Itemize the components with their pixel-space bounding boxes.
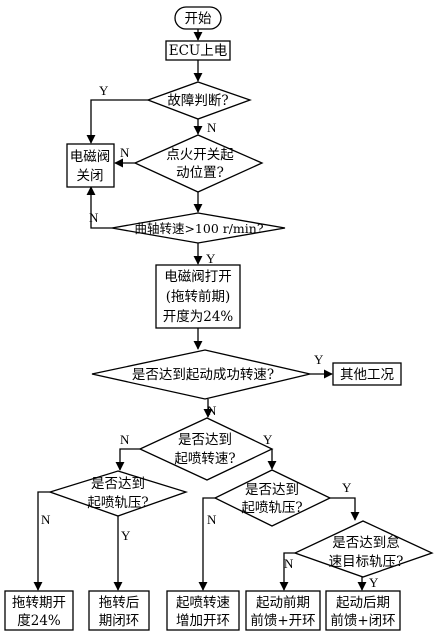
outcome-4-line1: 起动前期 — [256, 594, 310, 611]
valve-close-line2: 关闭 — [77, 168, 104, 184]
rail-pressure-right-line2: 起喷轨压? — [241, 500, 302, 516]
injection-speed-line2: 起喷转速? — [174, 451, 235, 467]
crank-speed-label: 曲轴转速>100 r/min? — [134, 221, 263, 236]
outcome-4-line2: 前馈+开环 — [250, 612, 315, 629]
arrow-crank-no — [86, 186, 112, 229]
rail-pressure-left-line1: 是否达到 — [91, 476, 145, 492]
injection-yes-label: Y — [263, 432, 273, 447]
start-speed-decision — [91, 349, 311, 400]
ignition-check-line1: 点火开关起 — [166, 147, 234, 163]
valve-open-line3: 开度为24% — [163, 309, 234, 325]
crank-yes-label: Y — [206, 251, 216, 266]
rail-pressure-left-decision — [47, 470, 189, 517]
rail-pressure-right-decision — [213, 469, 332, 527]
outcome-box-4 — [245, 590, 321, 631]
idle-pressure-line1: 是否达到怠 — [332, 535, 400, 551]
outcome-box-3 — [166, 590, 240, 631]
outcome-box-1 — [4, 590, 74, 631]
ignition-check-decision — [133, 134, 264, 193]
outcome-box-2 — [88, 590, 150, 631]
rail-pressure-right-line1: 是否达到 — [245, 482, 299, 498]
valve-open-line1: 电磁阀打开 — [164, 268, 232, 285]
ecu-power-label: ECU上电 — [169, 43, 228, 59]
injection-speed-decision — [138, 417, 274, 481]
rail-pressure-left-line2: 起喷轨压? — [87, 495, 148, 511]
start-speed-label: 是否达到起动成功转速? — [132, 367, 274, 383]
idle-pressure-decision — [293, 520, 434, 578]
startspeed-no-label: N — [207, 403, 217, 418]
other-conditions-box — [332, 362, 402, 386]
ignition-check-line2: 动位置? — [176, 165, 224, 181]
ignition-no-label: N — [120, 145, 130, 160]
connectors — [33, 29, 367, 591]
fault-check-decision — [146, 81, 252, 120]
outcome-5-line1: 起动后期 — [336, 595, 390, 611]
injection-no-label: N — [120, 432, 130, 447]
start-label: 开始 — [185, 11, 212, 27]
outcome-2-line2: 期闭环 — [99, 613, 140, 629]
outcome-1-line1: 拖转期开 — [12, 595, 66, 611]
fault-no-label: N — [207, 120, 217, 135]
outcome-1-line2: 度24% — [17, 613, 61, 629]
other-conditions-label: 其他工况 — [340, 367, 394, 383]
outcome-3-line2: 增加开环 — [176, 613, 230, 629]
branch-labels: Y N N N Y Y N N Y N Y N Y N Y — [41, 83, 379, 590]
startspeed-yes-label: Y — [314, 352, 324, 367]
valve-open-box — [155, 264, 241, 329]
arrow-idle-no — [279, 552, 295, 591]
idle-yes-label: Y — [369, 575, 379, 590]
outcome-5-line2: 前馈+闭环 — [330, 612, 395, 629]
fault-yes-label: Y — [99, 83, 109, 98]
crank-no-label: N — [89, 210, 99, 225]
start-terminal — [174, 6, 222, 30]
arrow-injection-no — [115, 448, 140, 471]
crank-speed-decision — [111, 212, 286, 244]
idle-pressure-line2: 速目标轨压? — [329, 554, 404, 570]
outcome-box-5 — [325, 590, 401, 631]
fault-check-label: 故障判断? — [167, 93, 228, 109]
arrow-leftrail-no — [33, 491, 50, 591]
leftrail-yes-label: Y — [121, 528, 131, 543]
ecu-power-box — [165, 40, 231, 61]
injection-speed-line1: 是否达到 — [178, 432, 232, 448]
rightrail-yes-label: Y — [342, 480, 352, 495]
valve-close-line1: 电磁阀 — [70, 149, 111, 165]
valve-open-line2: (拖转前期) — [166, 288, 231, 305]
arrow-rightrail-no — [198, 497, 215, 591]
outcome-3-line1: 起喷转速 — [176, 595, 230, 611]
arrow-rightrail-yes — [330, 497, 360, 521]
valve-close-box — [66, 143, 115, 188]
rightrail-no-label: N — [207, 512, 217, 527]
leftrail-no-label: N — [41, 512, 51, 527]
outcome-2-line1: 拖转后 — [99, 595, 140, 611]
arrow-fault-yes — [86, 99, 148, 144]
idle-no-label: N — [284, 556, 294, 571]
